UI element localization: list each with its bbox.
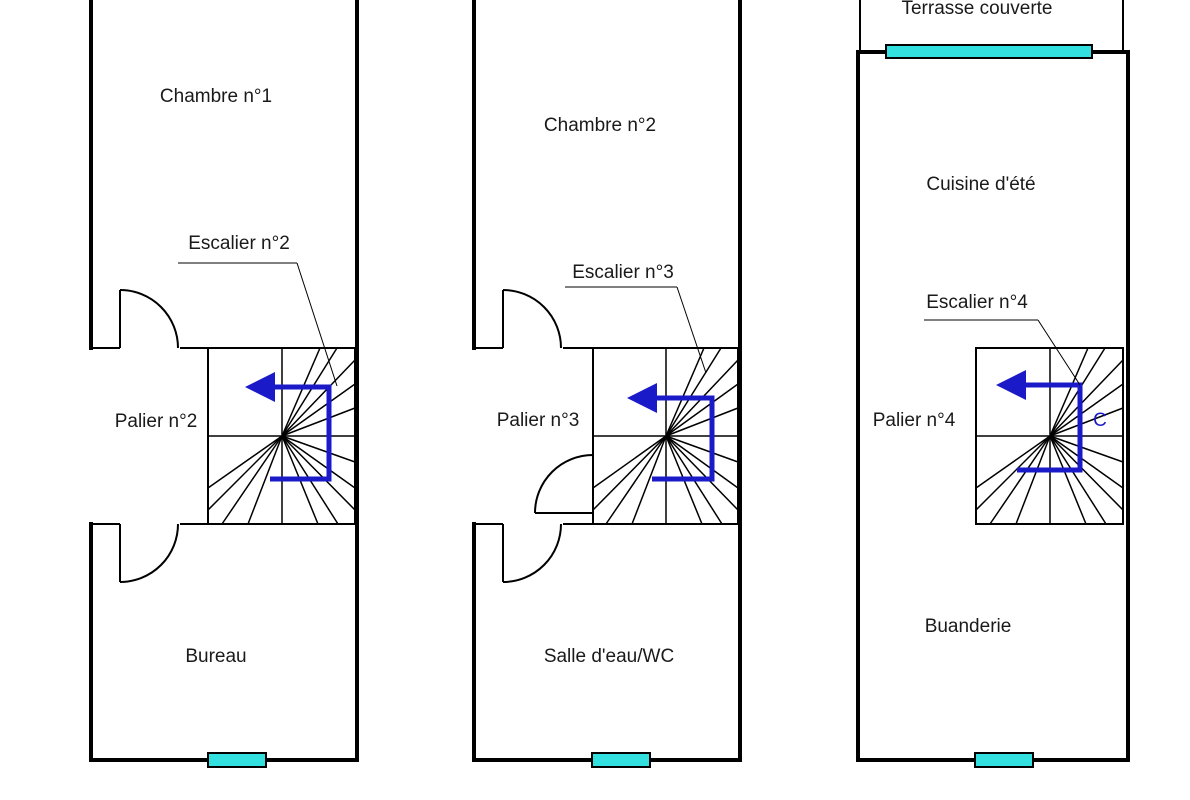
plan-level-2: Chambre n°1 Escalier n°2 Palier n°2 Bure… xyxy=(89,0,359,768)
room-label-bottom: Salle d'eau/WC xyxy=(544,646,674,667)
landing-label: Palier n°3 xyxy=(497,410,580,431)
walls xyxy=(856,50,1130,762)
leader-line xyxy=(676,286,707,374)
arrow-left-icon xyxy=(996,370,1083,473)
door-swing-icon xyxy=(119,523,179,583)
window-icon xyxy=(885,44,1093,59)
partitions xyxy=(91,347,208,525)
plan-level-3: Chambre n°2 Escalier n°3 Palier n°3 Sall… xyxy=(472,0,742,768)
arrow-left-icon xyxy=(245,372,332,482)
walls xyxy=(89,0,359,762)
terrace-label: Terrasse couverte xyxy=(901,0,1052,19)
stair-label: Escalier n°4 xyxy=(926,292,1028,313)
room-label-top: Cuisine d'été xyxy=(926,174,1035,195)
plan-level-4: Terrasse couverte Cuisine d'été Escalier… xyxy=(856,0,1130,768)
room-label-bottom: Bureau xyxy=(185,646,246,667)
door-swing-icon xyxy=(502,523,562,583)
walls xyxy=(472,0,742,762)
door-swing-icon xyxy=(534,454,594,514)
leader-line xyxy=(1037,319,1081,386)
window-icon xyxy=(591,752,651,768)
window-icon xyxy=(207,752,267,768)
partitions xyxy=(474,347,594,525)
room-label-top: Chambre n°2 xyxy=(544,115,656,136)
door-swing-icon xyxy=(119,289,179,349)
room-label-top: Chambre n°1 xyxy=(160,86,272,107)
room-label-bottom: Buanderie xyxy=(925,616,1012,637)
landing-label: Palier n°4 xyxy=(873,410,956,431)
window-icon xyxy=(974,752,1034,768)
leader-line xyxy=(296,262,338,387)
stair-label: Escalier n°3 xyxy=(572,262,674,283)
door-swing-icon xyxy=(502,289,562,349)
stair-label: Escalier n°2 xyxy=(188,233,290,254)
landing-label: Palier n°2 xyxy=(115,411,198,432)
stair-letter: C xyxy=(1093,410,1107,431)
arrow-left-icon xyxy=(627,383,715,482)
terrace-outline xyxy=(859,0,1124,50)
staircase xyxy=(592,347,739,525)
staircase xyxy=(975,347,1124,525)
